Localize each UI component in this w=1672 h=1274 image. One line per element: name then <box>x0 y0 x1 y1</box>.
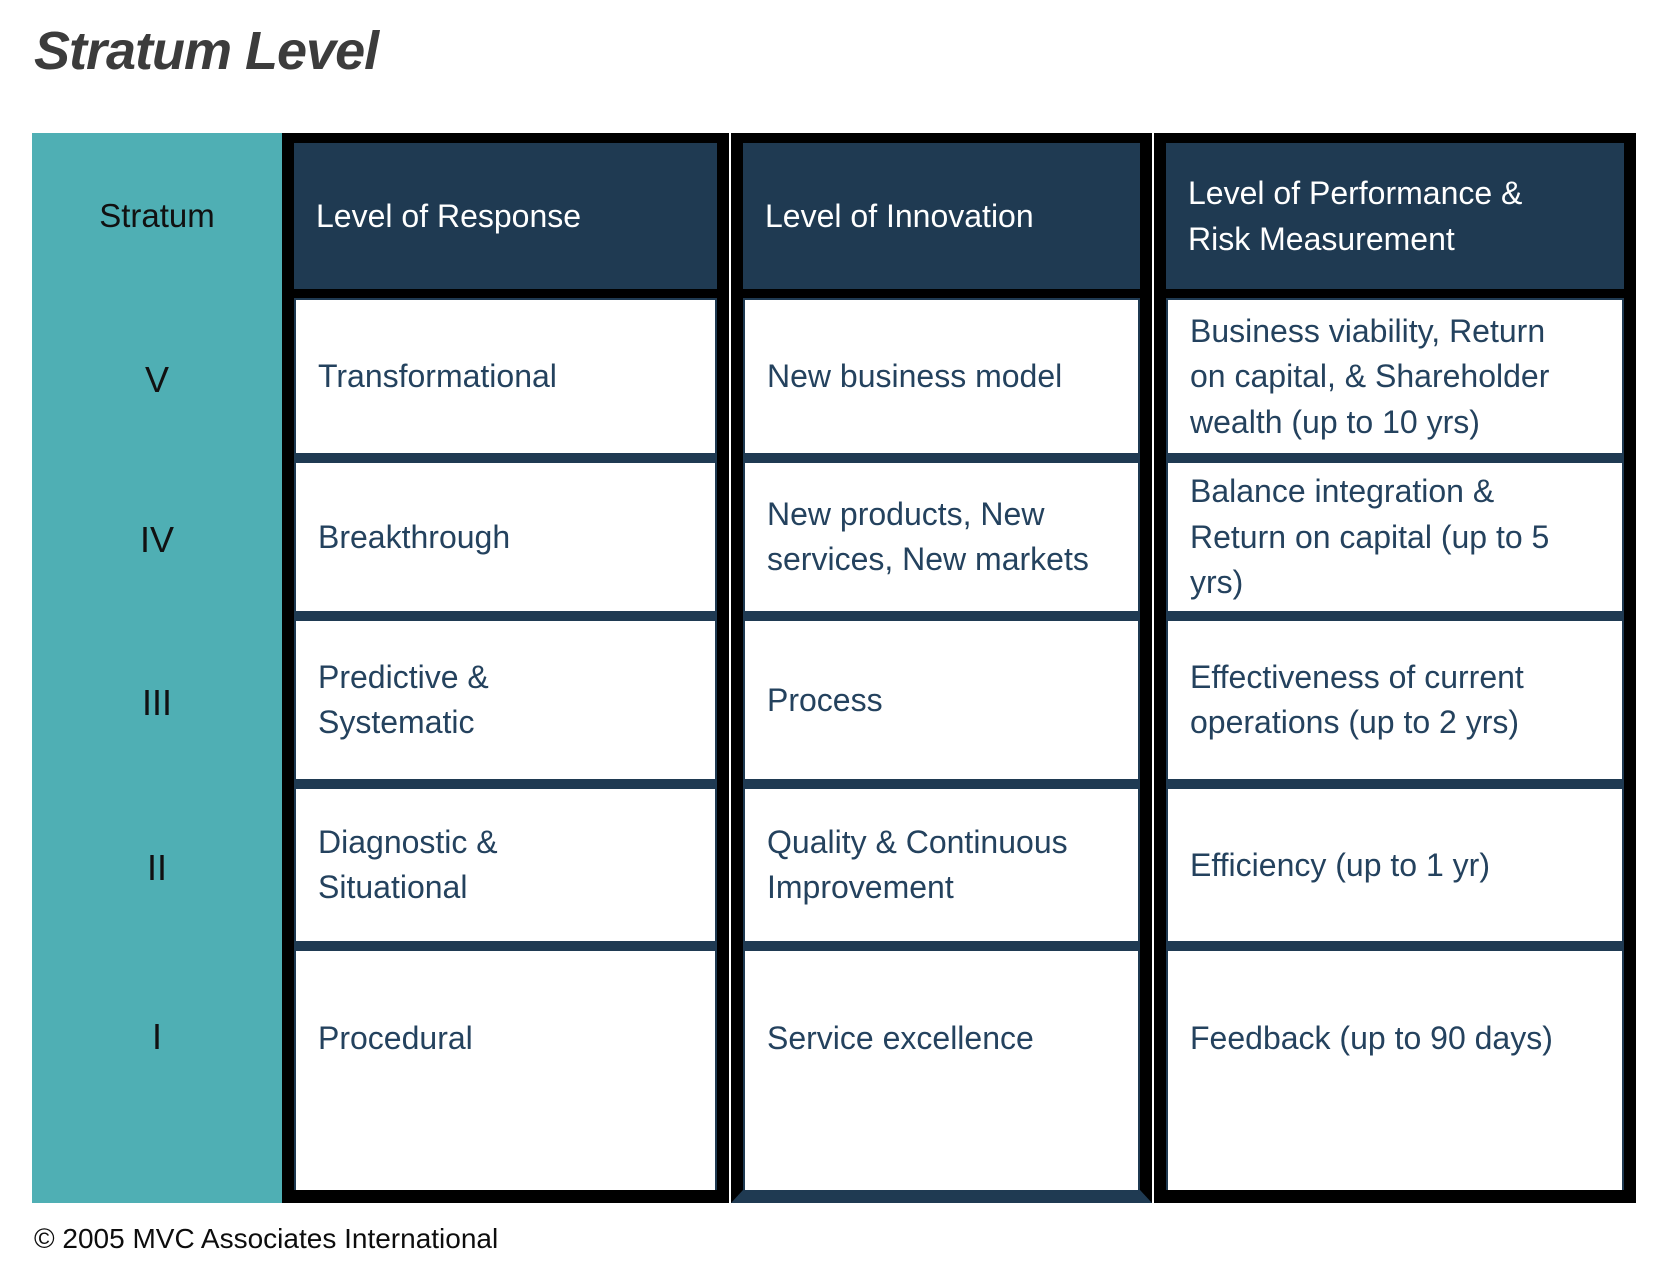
stratum-label-i: I <box>151 1016 162 1058</box>
innovation-cell-ii: Quality & Continuous Improvement <box>745 789 1138 952</box>
stratum-column: Stratum V IV III II I <box>32 133 282 1204</box>
performance-cell-iii: Effectiveness of current operations (up … <box>1168 621 1622 790</box>
response-cell-iv: Breakthrough <box>296 463 715 622</box>
response-column-body: Transformational Breakthrough Predictive… <box>294 298 717 1191</box>
innovation-cell-i: Service excellence <box>745 951 1138 1191</box>
stratum-label-iv: IV <box>139 519 174 561</box>
performance-column: Level of Performance & Risk Measurement … <box>1154 133 1636 1204</box>
innovation-column-body: New business model New products, New ser… <box>743 298 1140 1191</box>
stratum-label-v: V <box>144 358 169 400</box>
stratum-label-ii: II <box>146 847 167 889</box>
response-cell-i: Procedural <box>296 951 715 1191</box>
innovation-cell-iii: Process <box>745 621 1138 790</box>
performance-header-cell: Level of Performance & Risk Measurement <box>1166 143 1624 299</box>
innovation-column: Level of Innovation New business model N… <box>731 133 1152 1204</box>
page-title: Stratum Level <box>34 21 379 81</box>
response-header-cell: Level of Response <box>294 143 717 299</box>
response-cell-ii: Diagnostic & Situational <box>296 789 715 952</box>
response-column: Level of Response Transformational Break… <box>282 133 729 1204</box>
innovation-cell-v: New business model <box>745 300 1138 464</box>
performance-column-body: Business viability, Return on capital, &… <box>1166 298 1624 1191</box>
innovation-header-cell: Level of Innovation <box>743 143 1140 299</box>
innovation-cell-iv: New products, New services, New markets <box>745 463 1138 622</box>
response-cell-iii: Predictive & Systematic <box>296 621 715 790</box>
performance-cell-iv: Balance integration & Return on capital … <box>1168 463 1622 622</box>
performance-cell-ii: Efficiency (up to 1 yr) <box>1168 789 1622 952</box>
stratum-header-cell: Stratum <box>99 196 215 234</box>
copyright: © 2005 MVC Associates International <box>34 1223 499 1255</box>
performance-cell-v: Business viability, Return on capital, &… <box>1168 300 1622 464</box>
stratum-table: Stratum V IV III II I Level of Response … <box>32 133 1636 1204</box>
stratum-label-iii: III <box>141 682 172 724</box>
performance-cell-i: Feedback (up to 90 days) <box>1168 951 1622 1191</box>
response-cell-v: Transformational <box>296 300 715 464</box>
